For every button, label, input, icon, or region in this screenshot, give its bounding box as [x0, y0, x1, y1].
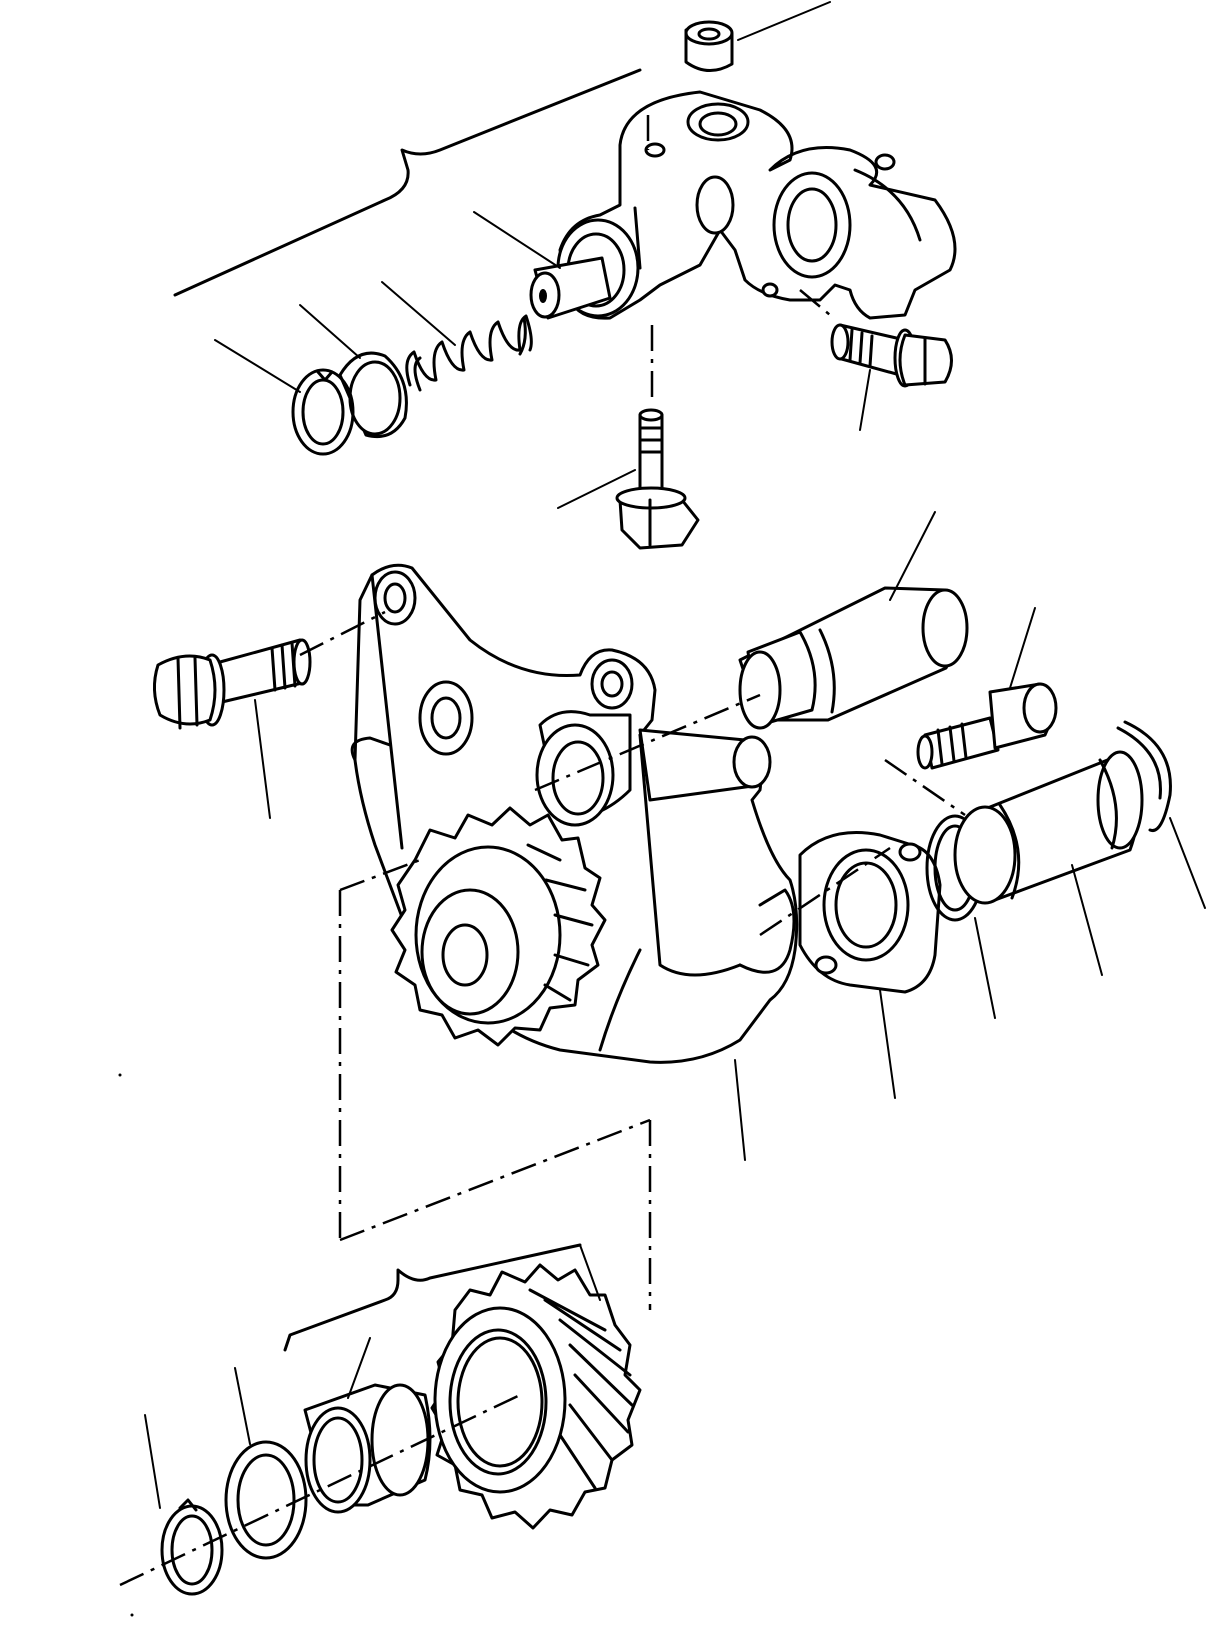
leader-line-retaining-ring — [144, 1414, 161, 1509]
centerline-tube — [884, 758, 966, 817]
leader-line-tube-o-ring — [1169, 817, 1206, 909]
leader-line-pump-body — [734, 1059, 746, 1161]
leader-line-socket-head-bolt — [1009, 607, 1036, 689]
leader-line-spring-seat — [299, 304, 361, 359]
socket-head-bolt — [916, 607, 1058, 770]
housing-mount-bolt — [557, 408, 700, 550]
leader-line-valve-plunger — [473, 211, 561, 269]
leader-line-plug-cap — [737, 1, 831, 41]
leader-line-thrust-washer — [234, 1367, 251, 1445]
leader-line-o-ring — [974, 917, 996, 1019]
helical-drive-gear — [430, 1244, 642, 1530]
centerline-gear-upper — [339, 858, 421, 892]
shaft-boss — [535, 710, 772, 827]
outlet-tube — [953, 750, 1144, 976]
centerline-lower-bracket-a — [339, 1118, 651, 1242]
drive-shaft — [738, 511, 969, 730]
leader-line-housing-mount-bolt — [557, 469, 636, 509]
leader-line-gear-bushing — [347, 1337, 371, 1399]
body-mount-bolt — [153, 638, 312, 819]
leader-line-snap-ring — [214, 339, 301, 393]
group-bracket-upper — [173, 68, 642, 297]
tube-o-ring — [1116, 720, 1206, 909]
leader-line-outlet-flange-gasket — [879, 989, 896, 1099]
snap-ring — [214, 339, 355, 456]
stray-mark — [118, 1073, 122, 1077]
leader-line-body-mount-bolt — [254, 699, 271, 819]
relief-valve-housing — [556, 90, 957, 320]
housing-flange-bolt — [830, 323, 953, 431]
gear-bushing — [303, 1337, 432, 1514]
group-bracket-lower — [283, 1243, 582, 1352]
centerline-body-bolt — [299, 610, 386, 657]
outlet-flange-gasket — [798, 831, 942, 1099]
leader-line-drive-shaft — [889, 511, 936, 601]
spring-seat — [299, 304, 408, 439]
thrust-washer — [224, 1367, 308, 1560]
centerline-drive-shaft — [534, 693, 761, 792]
stray-mark — [130, 1613, 134, 1617]
leader-line-valve-spring — [381, 281, 456, 346]
centerline-lower-axis — [119, 1393, 521, 1587]
retaining-ring — [144, 1414, 224, 1596]
leader-line-helical-drive-gear — [579, 1244, 601, 1301]
leader-line-outlet-tube — [1071, 864, 1103, 976]
valve-spring — [381, 281, 533, 392]
drive-gear — [390, 806, 607, 1047]
valve-plunger — [473, 211, 612, 320]
centerline-flange-bolt — [799, 289, 831, 316]
leader-line-housing-flange-bolt — [859, 369, 871, 431]
plug-cap — [684, 1, 831, 72]
